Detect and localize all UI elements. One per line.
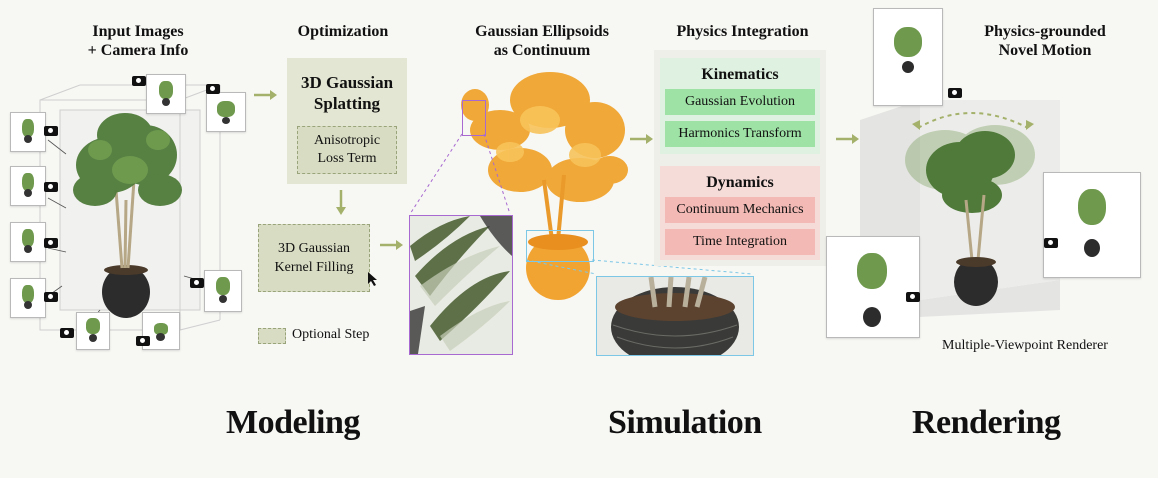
header-input-line1: Input Images (92, 23, 184, 40)
header-gaussian-line2: as Continuum (493, 42, 591, 59)
camera-icon (44, 126, 58, 136)
camera-icon (132, 76, 146, 86)
zoom-region-pot (526, 230, 594, 262)
input-thumbnail (206, 92, 246, 132)
flow-arrow (630, 134, 653, 144)
rendering-scene (860, 100, 1060, 320)
dynamics-item-time-integration: Time Integration (665, 229, 815, 255)
dynamics-title: Dynamics (706, 174, 774, 191)
optional-step-legend-swatch (258, 328, 286, 344)
stage-label-rendering: Rendering (912, 404, 1061, 441)
movie-camera-icon (948, 88, 962, 98)
input-thumbnail (10, 112, 46, 152)
stage-label-modeling: Modeling (226, 404, 360, 441)
anisotropic-loss-box: Anisotropic Loss Term (297, 126, 397, 174)
loss-label-line2: Loss Term (317, 151, 377, 166)
pot-detail-zoom (596, 276, 754, 356)
dynamics-box: Dynamics Continuum Mechanics Time Integr… (660, 166, 820, 260)
flow-arrow (380, 240, 403, 250)
kinematics-item-harmonics-transform: Harmonics Transform (665, 121, 815, 147)
camera-icon (44, 292, 58, 302)
input-capture-cube (39, 84, 221, 331)
input-thumbnail (10, 166, 46, 206)
dynamics-item-continuum-mechanics: Continuum Mechanics (665, 197, 815, 223)
camera-icon (136, 336, 150, 346)
kinematics-title: Kinematics (701, 66, 779, 83)
header-novel-motion: Physics-grounded Novel Motion (960, 22, 1130, 60)
zoom-connector-lines (409, 133, 753, 275)
kernel-label-line1: 3D Gaussian (278, 241, 350, 256)
camera-icon (190, 278, 204, 288)
kinematics-item-gaussian-evolution: Gaussian Evolution (665, 89, 815, 115)
kinematics-box: Kinematics Gaussian Evolution Harmonics … (660, 58, 820, 154)
input-thumbnail (10, 222, 46, 262)
camera-icon (60, 328, 74, 338)
gaussian-splatting-box: 3D Gaussian Splatting Anisotropic Loss T… (287, 58, 407, 184)
splatting-label-line1: 3D Gaussian (300, 73, 394, 92)
cursor-icon (368, 272, 377, 286)
flow-arrow (254, 90, 277, 100)
input-thumbnail (76, 312, 110, 350)
camera-icon (44, 182, 58, 192)
optional-step-legend-label: Optional Step (292, 327, 370, 342)
leaf-detail-zoom (409, 215, 513, 355)
header-gaussian-ellipsoids: Gaussian Ellipsoids as Continuum (452, 22, 632, 60)
camera-icon (206, 84, 220, 94)
gaussian-ellipsoid-plant (461, 72, 628, 300)
camera-icon (44, 238, 58, 248)
kernel-label-line2: Kernel Filling (274, 260, 354, 275)
header-input-line2: + Camera Info (87, 42, 189, 59)
header-physics-integration: Physics Integration (676, 23, 809, 40)
novel-view-thumbnail (873, 8, 943, 106)
movie-camera-icon (1044, 238, 1058, 248)
input-thumbnail (204, 270, 242, 312)
input-thumbnail (10, 278, 46, 318)
zoom-region-leaf (462, 100, 486, 136)
flow-arrow (336, 190, 346, 215)
novel-view-thumbnail (826, 236, 920, 338)
input-thumbnail (146, 74, 186, 114)
header-gaussian-line1: Gaussian Ellipsoids (475, 23, 609, 40)
header-optimization: Optimization (297, 23, 389, 40)
movie-camera-icon (906, 292, 920, 302)
kernel-filling-box: 3D Gaussian Kernel Filling (258, 224, 370, 292)
input-thumbnail (142, 312, 180, 350)
loss-label-line1: Anisotropic (313, 133, 381, 148)
novel-view-thumbnail (1043, 172, 1141, 278)
renderer-label: Multiple-Viewpoint Renderer (942, 338, 1108, 353)
header-novel-line2: Novel Motion (998, 42, 1092, 59)
flow-arrow (836, 134, 859, 144)
splatting-label-line2: Splatting (313, 94, 381, 113)
header-input-images: Input Images + Camera Info (58, 22, 218, 60)
header-novel-line1: Physics-grounded (984, 23, 1106, 40)
stage-label-simulation: Simulation (608, 404, 762, 441)
